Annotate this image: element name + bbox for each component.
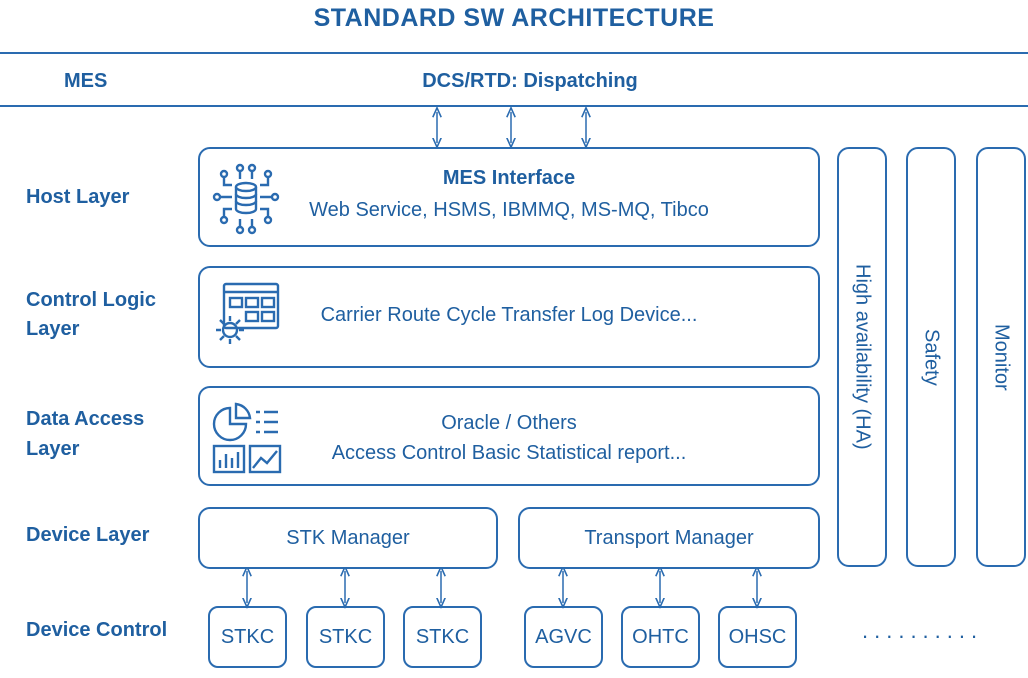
- stk-manager-box: STK Manager: [198, 507, 498, 569]
- control-logic-layer-label-line1: Control Logic: [26, 289, 156, 311]
- network-database-icon: [210, 163, 282, 240]
- more-controllers-ellipsis: ..........: [862, 618, 984, 643]
- controller-box-ohtc: OHTC: [621, 606, 700, 668]
- mes-interface-box: MES Interface Web Service, HSMS, IBMMQ, …: [198, 147, 820, 247]
- data-access-features: Access Control Basic Statistical report.…: [331, 442, 687, 464]
- controller-box-stkc-3: STKC: [403, 606, 482, 668]
- controller-box-ohsc: OHSC: [718, 606, 797, 668]
- data-access-layer-label-line2: Layer: [26, 438, 80, 460]
- controller-box-stkc-2: STKC: [306, 606, 385, 668]
- control-logic-functions: Carrier Route Cycle Transfer Log Device.…: [320, 304, 698, 326]
- safety-box: Safety: [906, 147, 956, 567]
- controller-box-stkc-1: STKC: [208, 606, 287, 668]
- header-bottom-rule: [0, 105, 1028, 107]
- device-layer-label: Device Layer: [26, 524, 150, 546]
- mes-interface-title: MES Interface: [442, 167, 576, 189]
- control-logic-layer-label-line2: Layer: [26, 318, 80, 340]
- diagram-title: STANDARD SW ARCHITECTURE: [313, 4, 715, 32]
- transport-manager-box: Transport Manager: [518, 507, 820, 569]
- controller-box-agvc: AGVC: [524, 606, 603, 668]
- data-access-box: Oracle / Others Access Control Basic Sta…: [198, 386, 820, 486]
- high-availability-label: High availability (HA): [851, 264, 874, 450]
- safety-label: Safety: [920, 328, 943, 386]
- control-logic-box: Carrier Route Cycle Transfer Log Device.…: [198, 266, 820, 368]
- high-availability-box: High availability (HA): [837, 147, 887, 567]
- analytics-report-icon: [208, 400, 284, 481]
- monitor-box: Monitor: [976, 147, 1026, 567]
- dispatching-label: DCS/RTD: Dispatching: [422, 70, 638, 92]
- device-control-label: Device Control: [26, 619, 168, 641]
- mes-interface-protocols: Web Service, HSMS, IBMMQ, MS-MQ, Tibco: [309, 199, 709, 221]
- monitor-label: Monitor: [990, 323, 1013, 391]
- host-layer-label: Host Layer: [26, 186, 130, 208]
- header-top-rule: [0, 52, 1028, 54]
- data-access-layer-label-line1: Data Access: [26, 408, 145, 430]
- data-access-db: Oracle / Others: [441, 412, 577, 434]
- mes-label: MES: [64, 70, 108, 92]
- gear-dashboard-icon: [208, 280, 284, 361]
